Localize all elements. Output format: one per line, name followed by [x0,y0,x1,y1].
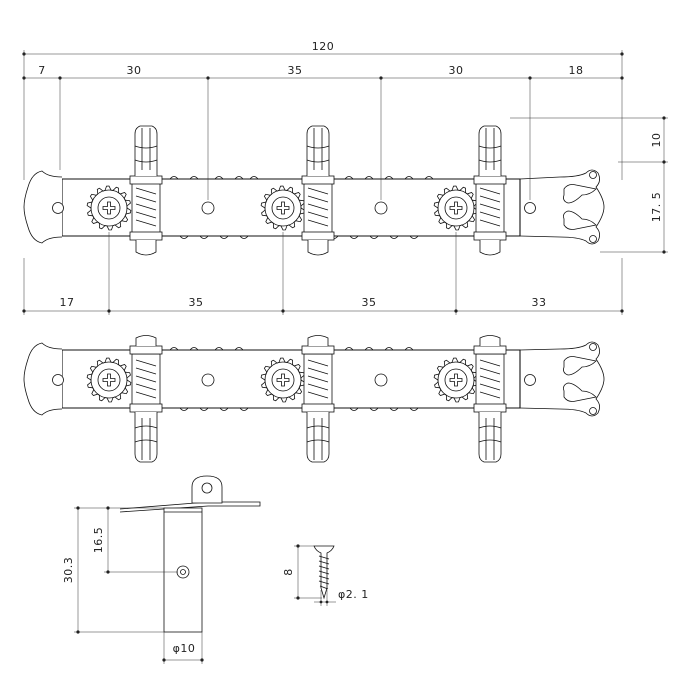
dimension-label-screw-8: 8 [282,568,295,576]
dimension-label-17-5: 17. 5 [650,192,663,223]
extension-lines-top [23,50,623,200]
post-side-view [119,475,261,633]
screw-drawing [313,545,335,600]
dimension-side-heights: 10 17. 5 [510,116,668,254]
tuner-bottom-view [23,335,605,463]
dimension-label-phi10: φ10 [173,642,196,655]
dimension-label-30a: 30 [127,64,142,77]
dimension-label-33: 33 [532,296,547,309]
dimension-label-35: 35 [288,64,303,77]
dimension-label-screw-phi2-1: φ2. 1 [338,588,369,601]
dimension-label-120: 120 [312,40,335,53]
dimension-label-10: 10 [650,133,663,148]
dimension-label-18: 18 [569,64,584,77]
dimension-post-spacing: 17 35 35 33 [22,232,624,315]
dimension-label-30-3: 30.3 [62,557,75,584]
dimension-label-17: 17 [60,296,75,309]
dimension-screw: 8 φ2. 1 [282,544,369,606]
dimension-top-segments: 7 30 35 30 18 [22,64,624,80]
dimension-label-35a: 35 [189,296,204,309]
dimension-post-diameter: φ10 [162,632,204,664]
tuner-top-view [23,125,605,256]
dimension-post-heights: 30.3 16.5 [62,506,178,634]
dimension-label-16-5: 16.5 [92,527,105,554]
dimension-overall-length: 120 [22,40,624,56]
dimension-label-30b: 30 [449,64,464,77]
dimension-label-35b: 35 [362,296,377,309]
dimension-label-7: 7 [38,64,46,77]
